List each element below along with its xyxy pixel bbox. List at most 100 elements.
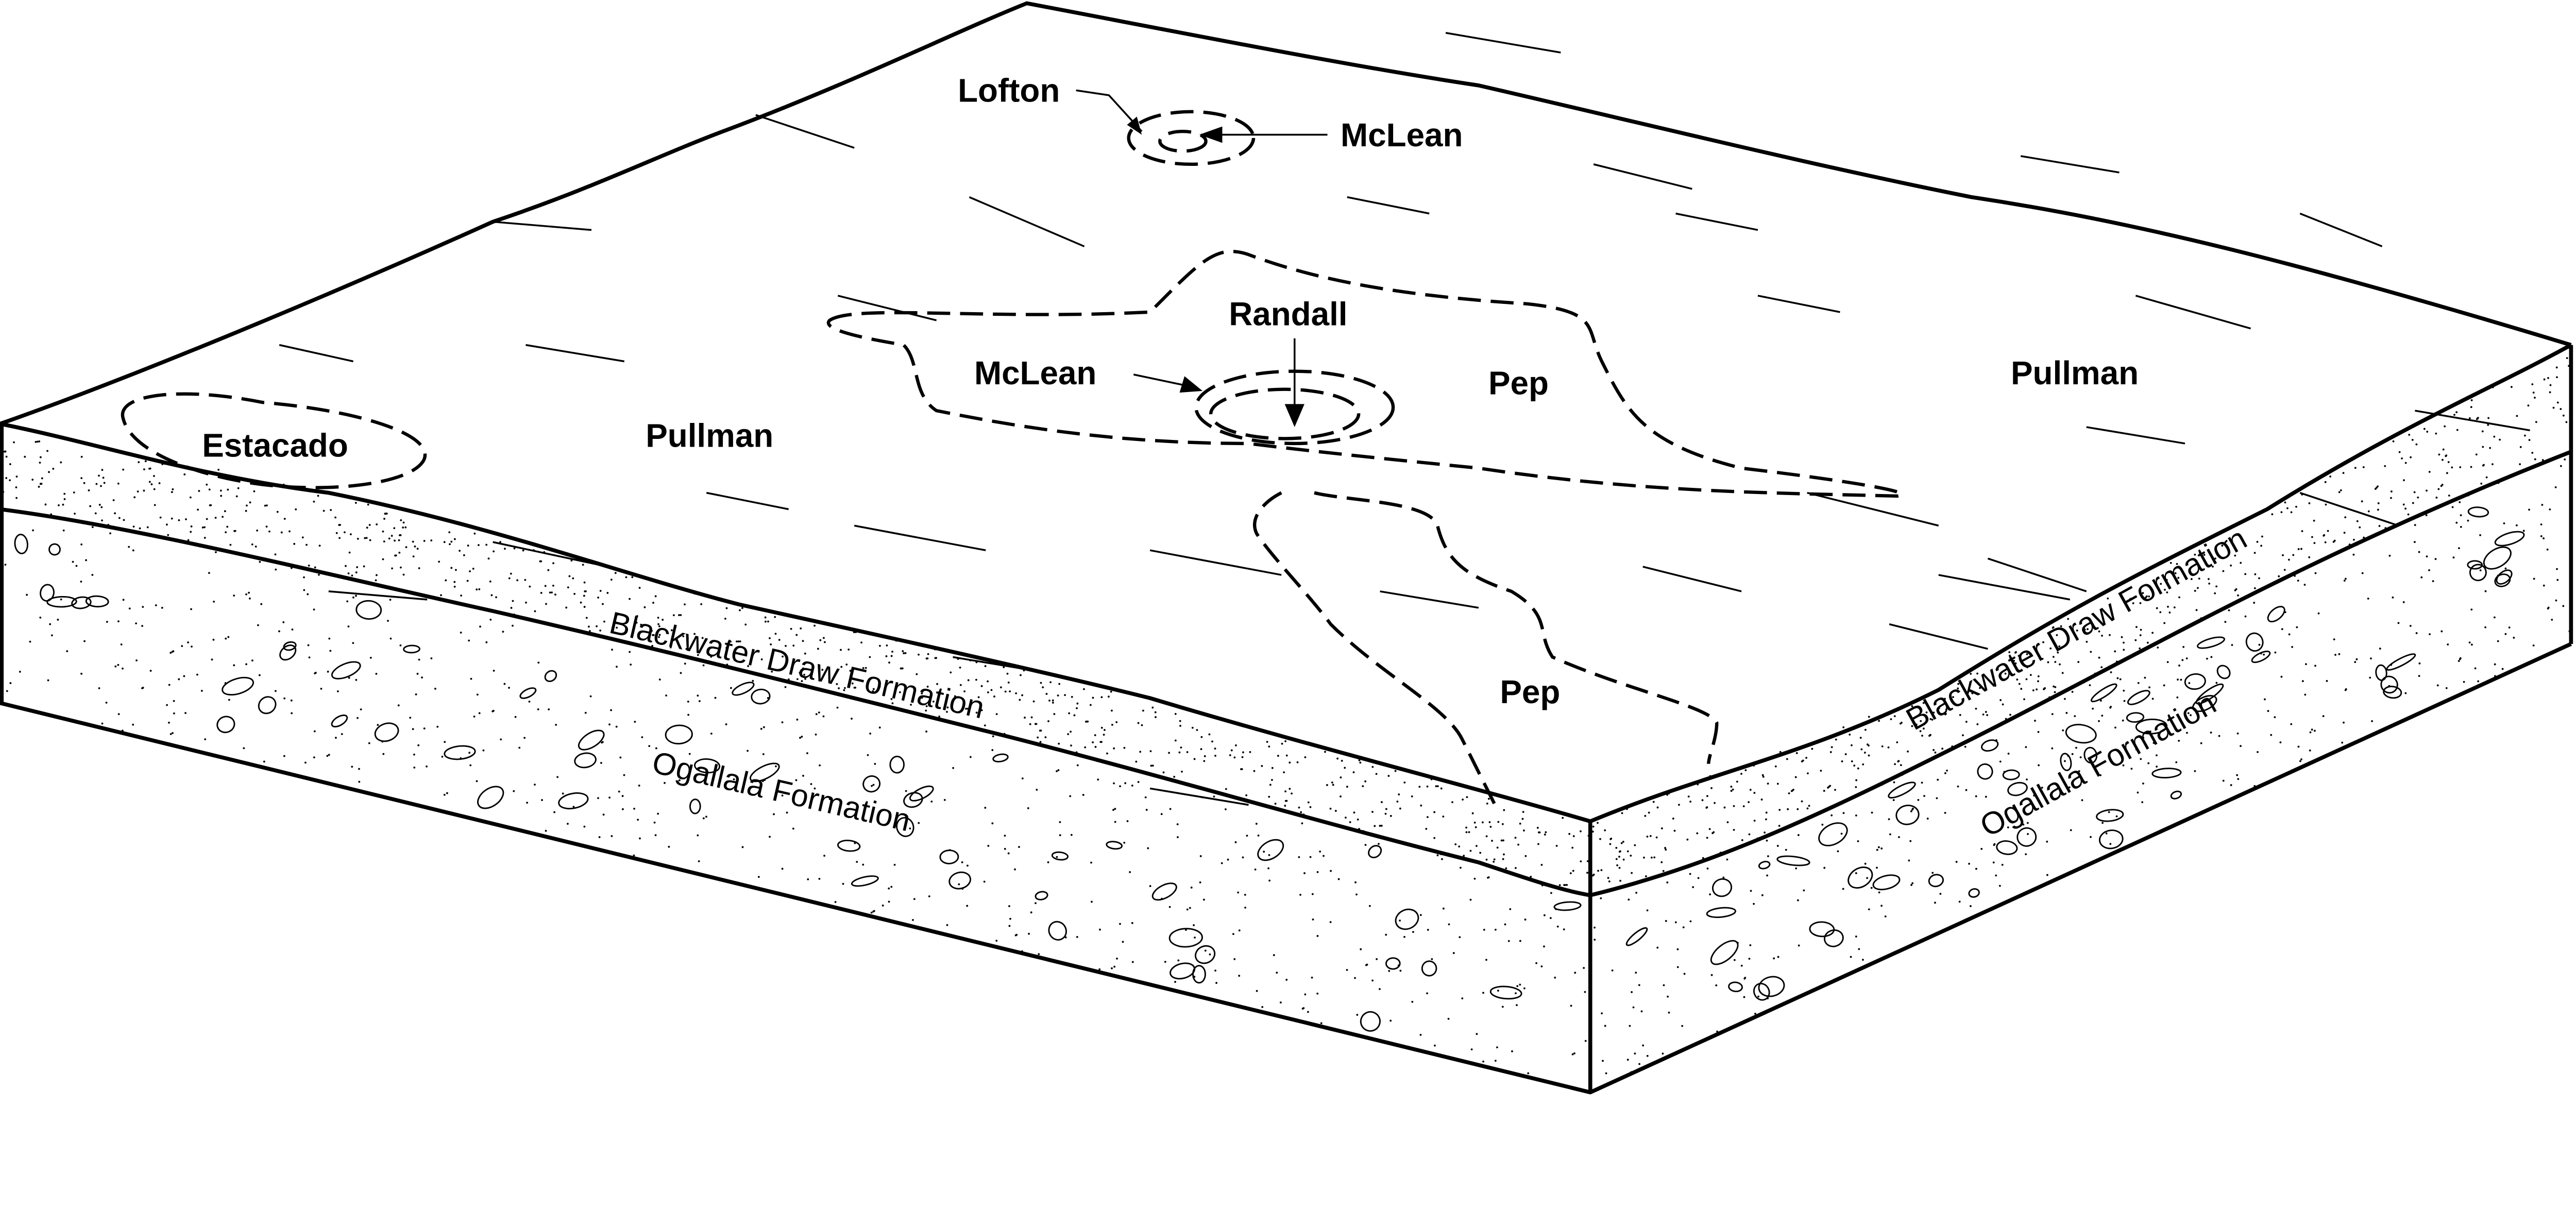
pebble bbox=[1625, 927, 1648, 946]
sand-dot bbox=[1119, 923, 1121, 925]
sand-dot bbox=[508, 687, 510, 689]
sand-dot bbox=[2108, 811, 2110, 813]
sand-dot bbox=[2076, 629, 2078, 632]
sand-dot bbox=[226, 525, 229, 528]
sand-dot bbox=[1004, 690, 1007, 693]
sand-dot bbox=[2042, 641, 2044, 643]
sand-dot bbox=[2253, 602, 2256, 604]
sand-dot bbox=[1929, 718, 1932, 720]
sand-dot bbox=[796, 678, 799, 680]
sand-dot bbox=[987, 691, 989, 693]
sand-dot bbox=[1245, 794, 1248, 796]
sand-dot bbox=[1631, 872, 1633, 874]
sand-dot bbox=[2299, 760, 2301, 762]
pebble bbox=[889, 756, 905, 774]
sand-dot bbox=[2081, 799, 2083, 802]
sand-dot bbox=[49, 623, 52, 625]
sand-dot bbox=[257, 624, 259, 626]
sand-dot bbox=[473, 532, 476, 535]
sand-dot bbox=[633, 854, 635, 857]
sand-dot bbox=[2504, 567, 2507, 570]
sand-dot bbox=[927, 653, 929, 655]
sand-dot bbox=[2390, 490, 2393, 492]
pebble bbox=[403, 644, 420, 654]
label-randall: Randall bbox=[1229, 295, 1347, 332]
sand-dot bbox=[1776, 845, 1779, 847]
sand-dot bbox=[101, 519, 103, 522]
pebble bbox=[1848, 866, 1873, 889]
sand-dot bbox=[799, 672, 801, 674]
sand-dot bbox=[1070, 730, 1072, 733]
sand-dot bbox=[823, 637, 825, 639]
sand-dot bbox=[313, 608, 315, 611]
sand-dot bbox=[878, 644, 881, 647]
sand-dot bbox=[1176, 823, 1179, 826]
sand-dot bbox=[172, 650, 175, 653]
sand-dot bbox=[1268, 879, 1271, 882]
sand-dot bbox=[1476, 1033, 1478, 1035]
sand-dot bbox=[1058, 683, 1061, 685]
sand-dot bbox=[2065, 712, 2068, 714]
sand-dot bbox=[2362, 466, 2365, 468]
sand-dot bbox=[1340, 795, 1342, 797]
sand-dot bbox=[1985, 795, 1987, 798]
sand-dot bbox=[1007, 852, 1010, 855]
sand-dot bbox=[786, 811, 788, 814]
arrowhead bbox=[1179, 376, 1203, 393]
sand-dot bbox=[2195, 609, 2198, 611]
sand-dot bbox=[1893, 715, 1896, 718]
sand-dot bbox=[5, 455, 8, 458]
sand-dot bbox=[1706, 795, 1708, 797]
sand-dot bbox=[2447, 461, 2450, 463]
sand-dot bbox=[356, 566, 359, 568]
sand-dot bbox=[1601, 1012, 1603, 1015]
sand-dot bbox=[1842, 888, 1844, 890]
sand-dot bbox=[5, 477, 8, 479]
sand-dot bbox=[1021, 694, 1024, 696]
sand-dot bbox=[658, 625, 660, 627]
sand-dot bbox=[1634, 1052, 1636, 1055]
sand-dot bbox=[1371, 811, 1374, 813]
sand-dot bbox=[158, 482, 161, 484]
sand-dot bbox=[2556, 376, 2558, 379]
sand-dot bbox=[1982, 713, 1985, 716]
sand-dot bbox=[2230, 564, 2232, 567]
sand-dot bbox=[2535, 421, 2537, 423]
sand-dot bbox=[301, 536, 304, 539]
pebble bbox=[2245, 632, 2264, 652]
sand-dot bbox=[2089, 684, 2091, 687]
sand-dot bbox=[1462, 798, 1464, 801]
sand-dot bbox=[1888, 818, 1890, 821]
sand-dot bbox=[1998, 884, 2001, 887]
sand-dot bbox=[415, 693, 417, 695]
sand-dot bbox=[818, 711, 820, 714]
sand-dot bbox=[1160, 813, 1163, 815]
sand-dot bbox=[440, 594, 442, 597]
sand-dot bbox=[1057, 769, 1060, 771]
sand-dot bbox=[1519, 983, 1521, 986]
sand-dot bbox=[112, 499, 115, 501]
sand-dot bbox=[1569, 872, 1572, 875]
sand-dot bbox=[1646, 909, 1649, 912]
sand-dot bbox=[784, 686, 787, 688]
sand-dot bbox=[1399, 807, 1401, 810]
sand-dot bbox=[1028, 932, 1030, 935]
sand-dot bbox=[938, 716, 941, 718]
label-pep-center: Pep bbox=[1488, 364, 1549, 401]
sand-dot bbox=[1618, 856, 1620, 858]
sand-dot bbox=[196, 673, 198, 676]
sand-dot bbox=[2087, 628, 2089, 631]
sand-dot bbox=[233, 530, 235, 532]
sand-dot bbox=[2214, 557, 2216, 560]
sand-dot bbox=[2445, 687, 2448, 689]
sand-dot bbox=[1689, 873, 1691, 875]
sand-dot bbox=[83, 640, 86, 642]
sand-dot bbox=[1037, 736, 1039, 739]
sand-dot bbox=[1722, 876, 1725, 879]
sand-dot bbox=[352, 596, 354, 599]
sand-dot bbox=[317, 495, 319, 497]
sand-dot bbox=[2038, 764, 2040, 767]
sand-dot bbox=[2185, 657, 2188, 660]
sand-dot bbox=[886, 644, 888, 646]
pebble bbox=[689, 798, 701, 814]
